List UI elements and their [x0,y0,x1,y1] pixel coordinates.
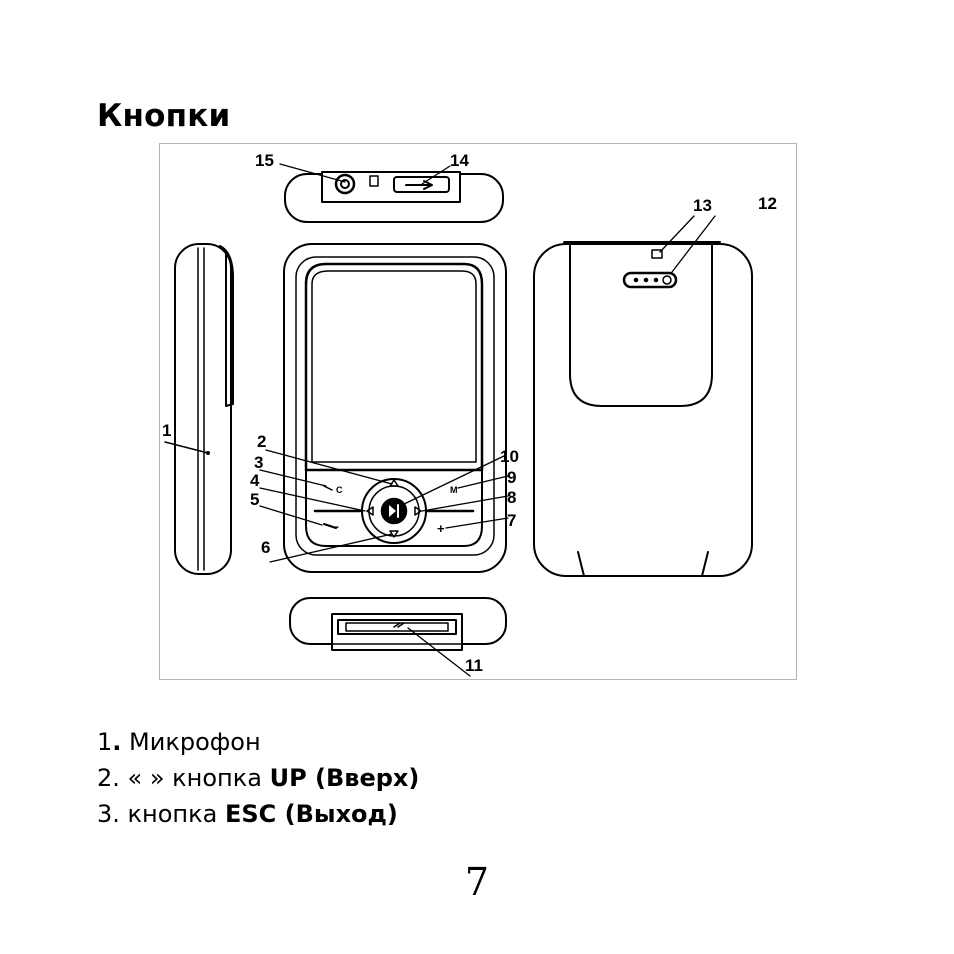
bottom-view [289,597,507,651]
button-glyphs: C M − + [332,485,458,536]
item-text: « » кнопка [119,764,270,792]
page-number: 7 [464,860,490,904]
item-number: 3 [97,800,113,828]
callout-12: 12 [758,194,777,213]
leader-lines [259,163,716,677]
callout-8: 8 [507,488,516,507]
plus-button-glyph: + [437,521,445,536]
screen [304,262,484,472]
callout-10: 10 [500,447,519,466]
top-view [284,171,504,223]
item-separator: . [112,728,122,756]
item-separator: . [112,800,120,828]
device-diagram-svg: C M − + 15 14 13 12 1 2 3 4 5 6 7 8 9 10… [162,151,777,677]
button-list: 1. Микрофон 2. « » кнопка UP (Вверх) 3. … [97,724,419,832]
list-item: 3. кнопка ESC (Выход) [97,796,419,832]
list-item: 1. Микрофон [97,724,419,760]
next-arrow-icon [414,506,422,516]
menu-button-glyph: M [450,485,458,495]
callout-6: 6 [261,538,270,557]
callout-3: 3 [254,453,263,472]
reset-hole-icon [651,249,663,259]
callout-2: 2 [257,432,266,451]
back-view [533,241,753,577]
callout-7: 7 [507,511,516,530]
side-view [164,243,234,575]
speaker-grill-icon [622,271,678,289]
item-number: 1 [97,728,113,756]
item-bold-text: UP (Вверх) [269,764,420,792]
item-number: 2 [97,764,113,792]
list-item: 2. « » кнопка UP (Вверх) [97,760,419,796]
callout-15: 15 [255,151,274,170]
callout-9: 9 [507,468,516,487]
device-diagram: C M − + 15 14 13 12 1 2 3 4 5 6 7 8 9 10… [159,143,797,680]
callout-14: 14 [450,151,469,170]
item-bold-text: ESC (Выход) [224,800,398,828]
prev-arrow-icon [366,506,374,516]
callout-11: 11 [465,656,483,675]
usb-port-icon [337,619,457,635]
callout-13: 13 [693,196,712,215]
hold-switch-icon [393,176,450,193]
front-view [283,243,507,573]
callout-1: 1 [162,421,171,440]
callouts: 15 14 13 12 1 2 3 4 5 6 7 8 9 10 11 [162,151,777,675]
callout-4: 4 [250,471,260,490]
item-text: кнопка [119,800,225,828]
item-separator: . [112,764,120,792]
up-arrow-icon [389,479,399,487]
callout-5: 5 [250,490,259,509]
page-title: Кнопки [97,98,231,134]
headphone-jack-icon [334,173,356,195]
minus-button-glyph: − [332,520,339,534]
esc-button-glyph: C [336,485,343,495]
item-text: Микрофон [121,728,261,756]
